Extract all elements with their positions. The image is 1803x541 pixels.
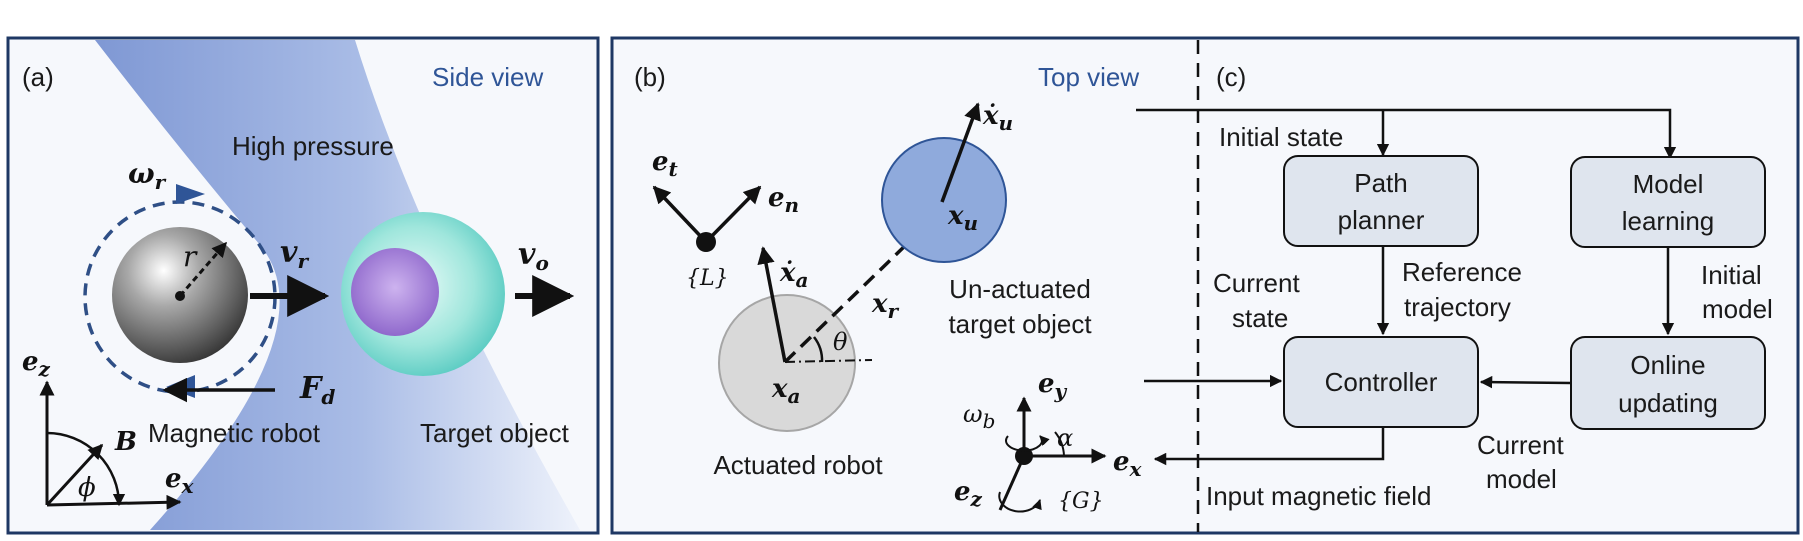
radius-arrow [178,241,228,297]
current-model-line2: model [1486,464,1557,494]
local-frame-origin [696,232,716,252]
unactuated-label-line1: Un-actuated [949,274,1091,304]
xa-dot-arrow [757,246,787,363]
controller-label: Controller [1325,367,1438,397]
updating-to-controller [1479,375,1572,389]
panel-c: (c) Initial state Path planner Model lea… [1136,62,1773,511]
initial-state-line [1136,108,1677,160]
drag-force-symbol: Fd [299,371,335,409]
controller-output-line [1153,427,1385,466]
controller-box [1283,336,1479,428]
xu-dot-symbol: ẋu [982,101,1013,135]
global-frame-label: {G} [1058,489,1104,514]
xa-symbol: xa [771,374,800,408]
ex-symbol: ex [165,464,195,498]
theta-symbol: θ [833,328,848,356]
xu-symbol: xu [947,201,978,235]
panel-a: (a) Side view High pressure ωr r vr Fd v… [6,36,600,535]
v-r-symbol: vr [280,235,309,273]
phi-symbol: ϕ [78,473,96,503]
rotation-arrow-top [176,184,205,204]
input-magnetic-field-label: Input magnetic field [1206,481,1431,511]
ez-global-symbol: ez [954,477,983,511]
current-model-line1: Current [1477,430,1564,460]
target-object-label: Target object [420,418,570,448]
initial-state-label: Initial state [1219,122,1343,152]
local-frame-label: {L} [686,266,729,291]
omega-b-symbol: ωb [963,400,995,433]
initial-model-line1: Initial [1701,260,1762,290]
initial-model-line2: model [1702,294,1773,324]
b-symbol: B [114,427,137,457]
et-axis [652,185,708,244]
cell-nucleus [351,248,439,336]
panel-b-tag: (b) [634,62,666,92]
high-pressure-label: High pressure [232,131,394,161]
magnetic-robot-label: Magnetic robot [148,418,321,448]
ey-symbol: ey [1038,369,1068,403]
alpha-symbol: α [1057,424,1073,452]
ez-symbol: ez [22,347,51,381]
path-planner-line1: Path [1354,168,1408,198]
path-planner-line2: planner [1338,205,1425,235]
current-state-line2: state [1232,303,1288,333]
v-o-symbol: vo [518,237,549,275]
xa-dot-symbol: ẋa [779,258,808,292]
radius-label: r [183,240,198,273]
top-view-label: Top view [1038,62,1139,92]
et-symbol: et [652,147,679,181]
omega-b-arc [1005,435,1050,452]
xu-dot-arrow [940,102,981,203]
actuated-robot-label: Actuated robot [713,450,883,480]
side-view-label: Side view [432,62,543,92]
panel-c-tag: (c) [1216,62,1246,92]
panel-a-tag: (a) [22,62,54,92]
ez-rotation-arc [998,491,1042,513]
panel-b: (b) Top view et en {L} ẋa θ xa xr ẋu xu … [634,62,1143,514]
global-frame-origin [1015,447,1033,465]
ex-global-symbol: ex [1113,447,1143,481]
en-axis [704,185,762,244]
theta-arc [812,336,824,363]
panel-bc-frame [610,36,1800,535]
reference-line1: Reference [1402,257,1522,287]
b-field-arrow [45,443,104,507]
phi-arc [46,431,126,507]
omega-r-symbol: ωr [128,157,167,194]
current-state-line1: Current [1213,268,1300,298]
alpha-arc [1054,431,1065,457]
online-updating-line2: updating [1618,388,1718,418]
en-symbol: en [768,183,799,217]
model-learning-line1: Model [1633,169,1704,199]
xr-symbol: xr [871,289,900,323]
ez-global-axis [998,455,1026,511]
model-learning-line2: learning [1622,206,1715,236]
unactuated-label-line2: target object [948,309,1092,339]
reference-line2: trajectory [1404,292,1511,322]
fluid-region [95,40,580,530]
online-updating-line1: Online [1630,350,1705,380]
reference-line [784,359,873,363]
path-planner-box [1283,155,1479,247]
